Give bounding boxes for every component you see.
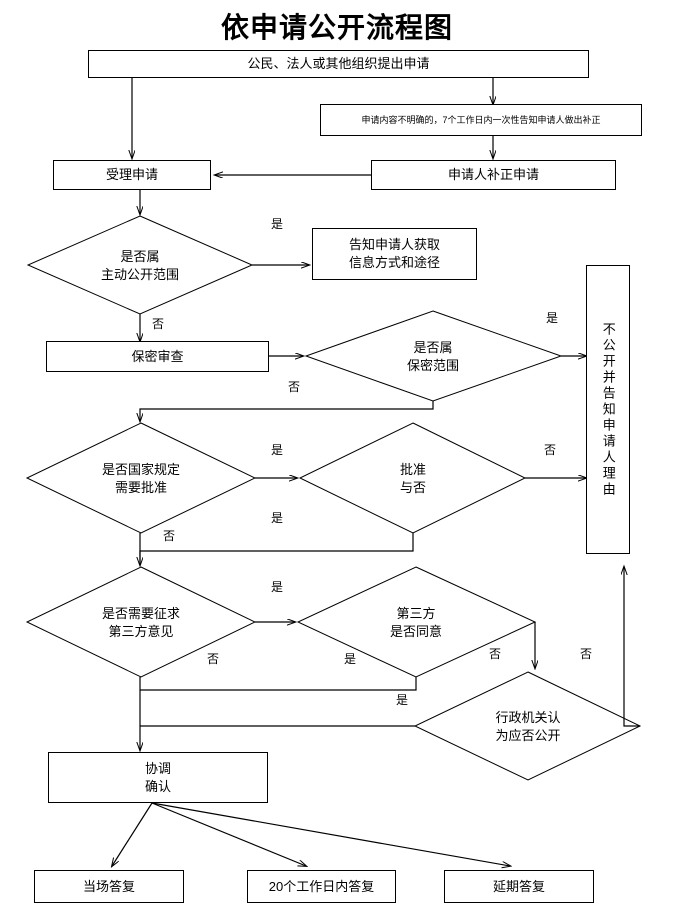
edge-label-approval-no: 否 (163, 529, 176, 543)
page-title: 依申请公开流程图 (220, 13, 453, 44)
edge-third-party-agree-yes (140, 677, 417, 691)
edge-coordinate-to-delayed (151, 802, 510, 866)
edge-label-third-party-agree-yes: 是 (344, 652, 357, 666)
edge-label-approval-yes: 是 (271, 443, 284, 457)
edge-agency-no (624, 567, 640, 727)
node-unclear-notice: 申请内容不明确的，7个工作日内一次性告知申请人做出补正 (320, 104, 642, 136)
edge-label-third-party-no: 否 (207, 652, 220, 666)
node-supplement: 申请人补正申请 (371, 160, 616, 190)
diamond-is-proactive (26, 215, 254, 315)
diamond-needs-approval (25, 422, 257, 534)
edge-label-agency-yes: 是 (396, 693, 409, 707)
edge-label-agency-no: 否 (580, 647, 593, 661)
edge-label-approved-bottom-yes: 是 (271, 511, 284, 525)
node-not-disclose: 不公开并告知申请人理由 (586, 265, 630, 554)
diamond-need-third-party (25, 566, 257, 678)
edge-label-third-party-agree-no: 否 (489, 647, 502, 661)
edge-label-approved-no: 否 (544, 443, 557, 457)
diamond-is-confidential (304, 310, 563, 402)
diamond-agency-decides (413, 671, 642, 781)
node-not-disclose-label: 不公开并告知申请人理由 (600, 321, 616, 498)
node-apply: 公民、法人或其他组织提出申请 (88, 50, 589, 78)
node-inform-access: 告知申请人获取 信息方式和途径 (312, 228, 477, 280)
edge-coordinate-to-onsite (112, 802, 153, 866)
edge-label-proactive-yes: 是 (271, 217, 284, 231)
node-reply-delayed: 延期答复 (444, 870, 594, 903)
edge-confidential-no (140, 401, 434, 421)
edge-label-third-party-yes: 是 (271, 580, 284, 594)
edge-label-confidential-no: 否 (288, 380, 301, 394)
node-accept: 受理申请 (53, 160, 211, 190)
node-reply-20days: 20个工作日内答复 (247, 870, 396, 903)
node-coordinate-confirm: 协调 确认 (48, 752, 268, 803)
diamond-approved (298, 422, 527, 534)
node-confidential-review: 保密审查 (46, 341, 269, 372)
edge-label-confidential-yes: 是 (546, 311, 559, 325)
edge-coordinate-to-20days (151, 802, 306, 866)
node-reply-onsite: 当场答复 (34, 870, 184, 903)
edge-label-proactive-no: 否 (152, 317, 165, 331)
edge-approved-yes (140, 533, 414, 565)
